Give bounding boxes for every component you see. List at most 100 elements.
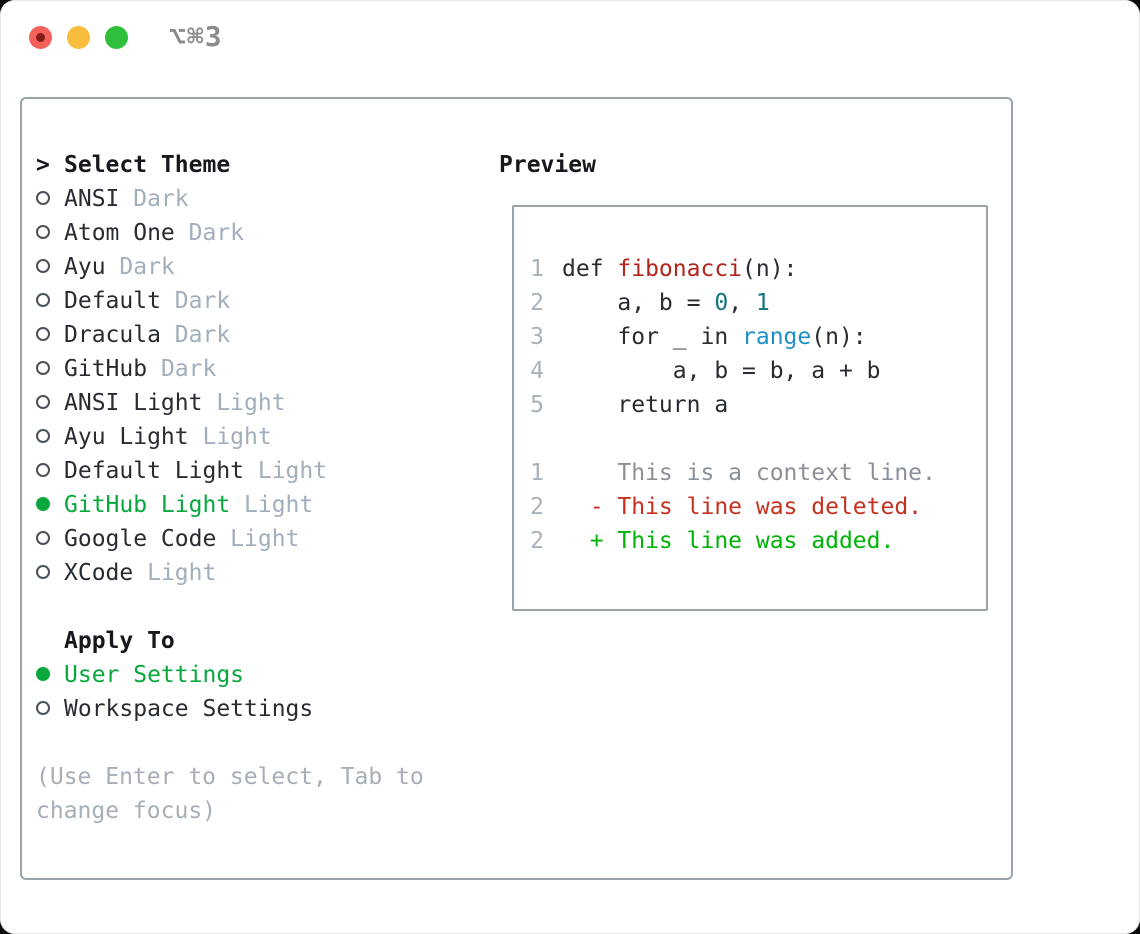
apply-option-workspace-settings[interactable]: Workspace Settings <box>36 692 424 726</box>
theme-variant-label: Dark <box>105 254 175 280</box>
radio-unselected-icon <box>36 700 50 715</box>
minimize-button[interactable] <box>67 26 90 49</box>
radio-unselected-icon <box>36 258 50 273</box>
theme-option-label: Ayu <box>64 254 106 280</box>
apply-option-user-settings[interactable]: User Settings <box>36 658 424 692</box>
code-line-text: for _ in range(n): <box>562 324 867 350</box>
radio-slot <box>36 284 64 318</box>
theme-option-label: Default Light <box>64 458 245 484</box>
theme-option-github[interactable]: GitHub Dark <box>36 352 424 386</box>
theme-variant-label: Light <box>202 390 286 416</box>
theme-variant-label: Light <box>244 458 328 484</box>
line-number: 2 <box>530 290 544 316</box>
code-line: 2 a, b = 0, 1 <box>530 286 986 320</box>
preview-title: Preview <box>499 152 596 178</box>
theme-option-label: Ayu Light <box>64 424 189 450</box>
theme-option-label: GitHub <box>64 356 148 382</box>
close-button[interactable] <box>29 26 52 49</box>
radio-unselected-icon <box>36 326 50 341</box>
maximize-button[interactable] <box>105 26 128 49</box>
help-text-line1: (Use Enter to select, Tab to <box>36 764 424 790</box>
theme-option-label: ANSI Light <box>64 390 203 416</box>
theme-option-google-code[interactable]: Google Code Light <box>36 522 424 556</box>
help-text-line2: change focus) <box>36 798 217 824</box>
prompt-cursor-icon: > <box>36 152 50 178</box>
code-line-text: return a <box>562 392 729 418</box>
theme-variant-label: Dark <box>119 186 189 212</box>
code-line-text: a, b = 0, 1 <box>562 290 770 316</box>
theme-option-xcode[interactable]: XCode Light <box>36 556 424 590</box>
theme-option-dracula[interactable]: Dracula Dark <box>36 318 424 352</box>
diff-line: 1 This is a context line. <box>530 456 986 490</box>
radio-selected-icon <box>36 496 50 511</box>
radio-slot <box>36 216 64 250</box>
spacer <box>530 422 986 456</box>
select-theme-header: > Select Theme <box>36 148 424 182</box>
diff-line-text: - This line was deleted. <box>562 494 923 520</box>
theme-option-default[interactable]: Default Dark <box>36 284 424 318</box>
diff-line: 2 + This line was added. <box>530 524 986 558</box>
line-number: 3 <box>530 324 544 350</box>
radio-unselected-icon <box>36 462 50 477</box>
theme-variant-label: Light <box>188 424 272 450</box>
theme-variant-label: Dark <box>160 288 231 314</box>
apply-option-label: Workspace Settings <box>64 696 314 722</box>
radio-slot <box>36 692 64 726</box>
theme-option-ansi-light[interactable]: ANSI Light Light <box>36 386 424 420</box>
theme-option-ayu-light[interactable]: Ayu Light Light <box>36 420 424 454</box>
radio-slot <box>36 318 64 352</box>
diff-preview: 1 This is a context line. 2 - This line w… <box>530 456 986 558</box>
apply-to-header: Apply To <box>36 624 424 658</box>
theme-variant-label: Dark <box>160 322 231 348</box>
apply-to-title: Apply To <box>64 628 175 654</box>
theme-option-github-light[interactable]: GitHub Light Light <box>36 488 424 522</box>
theme-option-label: Default <box>64 288 161 314</box>
line-number: 5 <box>530 392 544 418</box>
diff-line-text: + This line was added. <box>562 528 895 554</box>
radio-slot <box>36 182 64 216</box>
theme-option-label: ANSI <box>64 186 120 212</box>
radio-unselected-icon <box>36 360 50 375</box>
spacer <box>36 590 424 624</box>
radio-unselected-icon <box>36 394 50 409</box>
radio-selected-icon <box>36 666 50 681</box>
code-line: 4 a, b = b, a + b <box>530 354 986 388</box>
radio-slot <box>36 658 64 692</box>
diff-line-text: This is a context line. <box>562 460 936 486</box>
apply-option-label: User Settings <box>64 662 245 688</box>
code-line-text: a, b = b, a + b <box>562 358 881 384</box>
theme-option-label: Dracula <box>64 322 161 348</box>
radio-slot <box>36 352 64 386</box>
radio-unselected-icon <box>36 292 50 307</box>
close-dot-icon <box>36 33 45 42</box>
theme-variant-label: Light <box>133 560 217 586</box>
radio-unselected-icon <box>36 428 50 443</box>
radio-slot <box>36 454 64 488</box>
theme-option-ayu[interactable]: Ayu Dark <box>36 250 424 284</box>
radio-unselected-icon <box>36 190 50 205</box>
line-number: 2 <box>530 528 544 554</box>
theme-option-default-light[interactable]: Default Light Light <box>36 454 424 488</box>
theme-option-atom-one[interactable]: Atom One Dark <box>36 216 424 250</box>
radio-unselected-icon <box>36 564 50 579</box>
select-theme-title: Select Theme <box>64 152 231 178</box>
radio-slot <box>36 250 64 284</box>
code-line: 5 return a <box>530 388 986 422</box>
line-number: 4 <box>530 358 544 384</box>
theme-option-ansi[interactable]: ANSI Dark <box>36 182 424 216</box>
radio-slot <box>36 420 64 454</box>
radio-unselected-icon <box>36 224 50 239</box>
theme-option-label: Atom One <box>64 220 175 246</box>
line-number: 1 <box>530 460 544 486</box>
line-number: 2 <box>530 494 544 520</box>
line-number: 1 <box>530 256 544 282</box>
radio-slot <box>36 556 64 590</box>
